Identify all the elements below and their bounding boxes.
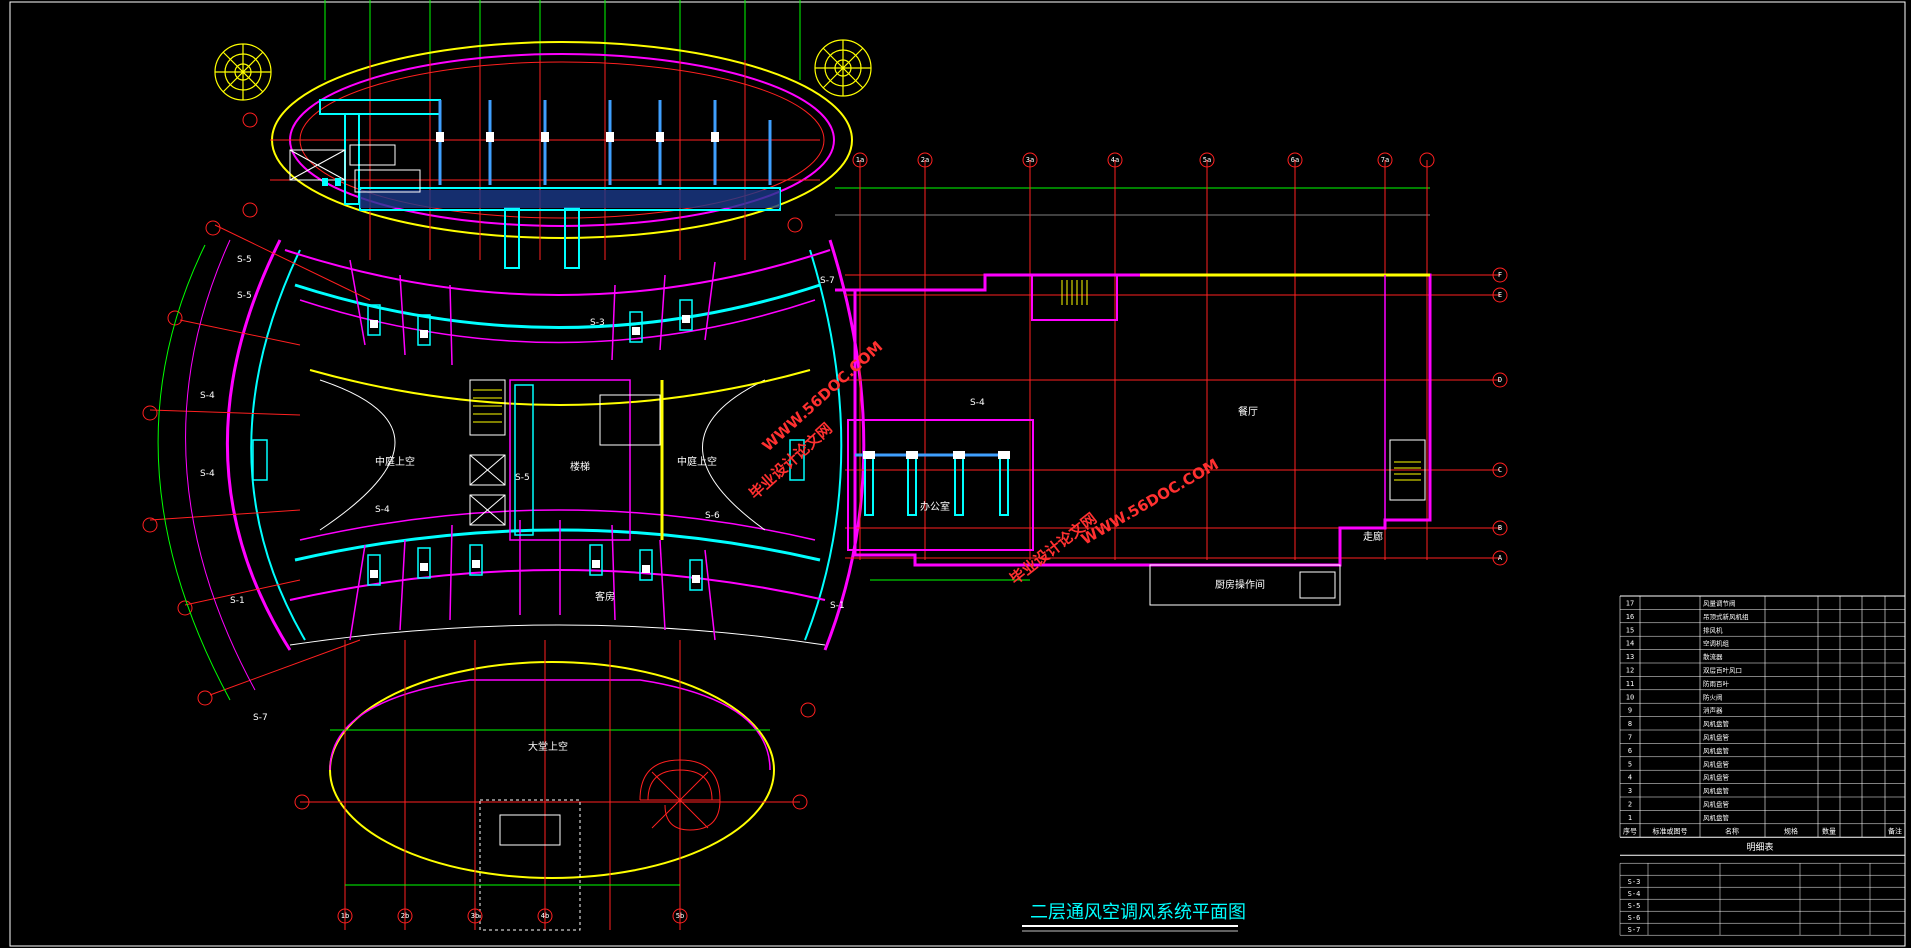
room-label-hall-right: 中庭上空	[677, 455, 717, 468]
room-label-atrium: 大堂上空	[528, 740, 568, 753]
upper-oval-block	[214, 0, 872, 269]
schedule-row-no: 12	[1626, 667, 1634, 675]
grid-label: 3a	[1026, 156, 1034, 164]
schedule-header-qty: 数量	[1822, 826, 1836, 835]
grid-label: A	[1498, 554, 1503, 562]
schedule-header-spec: 规格	[1784, 826, 1798, 835]
room-label-office: 办公室	[920, 500, 950, 513]
room-label-east-corridor: 走廊	[1363, 530, 1383, 543]
east-wing-block	[835, 152, 1508, 606]
section-mark: S-3	[590, 318, 605, 328]
room-label-stair: 楼梯	[570, 460, 590, 473]
grid-label: 6a	[1291, 156, 1299, 164]
legend-row-code: S-5	[1628, 902, 1641, 910]
grid-label: 7a	[1381, 156, 1389, 164]
schedule-header-no: 序号	[1623, 826, 1637, 835]
section-mark: S-4	[375, 505, 390, 515]
schedule-header-name: 名称	[1725, 826, 1739, 835]
section-mark: S-5	[237, 255, 252, 265]
schedule-row-name: 风机盘管	[1703, 746, 1730, 755]
room-label-kitchen: 厨房操作间	[1215, 578, 1265, 591]
room-label-east-big-room: 餐厅	[1238, 405, 1258, 418]
lobby-oval-block	[294, 640, 808, 931]
section-mark: S-5	[237, 291, 252, 301]
schedule-row-no: 1	[1628, 814, 1632, 822]
schedule-row-no: 4	[1628, 774, 1632, 782]
section-mark: S-4	[200, 469, 215, 479]
grid-label: E	[1498, 291, 1502, 299]
schedule-header-note: 备注	[1888, 826, 1902, 835]
schedule-row-name: 吊顶式新风机组	[1703, 612, 1749, 621]
schedule-row-name: 风机盘管	[1703, 733, 1730, 742]
schedule-row-no: 5	[1628, 760, 1632, 768]
schedule-row-no: 11	[1626, 680, 1634, 688]
grid-label: F	[1498, 271, 1502, 279]
schedule-row-name: 空调机组	[1703, 639, 1730, 648]
schedule-row-no: 16	[1626, 613, 1634, 621]
schedule-row-no: 13	[1626, 653, 1634, 661]
room-label-central-hall: 中庭上空	[375, 455, 415, 468]
schedule-row-no: 15	[1626, 626, 1634, 634]
schedule-header-code: 标准或图号	[1653, 826, 1688, 835]
schedule-row-name: 双层百叶风口	[1703, 666, 1742, 675]
schedule-row-name: 防雨百叶	[1703, 679, 1730, 688]
schedule-row-no: 7	[1628, 734, 1632, 742]
schedule-row-name: 风机盘管	[1703, 786, 1730, 795]
sheet-border	[9, 1, 1906, 947]
schedule-row-name: 防火阀	[1703, 692, 1723, 701]
schedule-row-name: 散流器	[1703, 652, 1723, 661]
schedule-row-no: 10	[1626, 693, 1634, 701]
schedule-row-no: 3	[1628, 787, 1632, 795]
grid-label: 5b	[676, 912, 684, 920]
schedule-row-no: 6	[1628, 747, 1632, 755]
schedule-row-name: 排风机	[1703, 625, 1723, 634]
schedule-row-name: 风机盘管	[1703, 719, 1730, 728]
schedule-row-name: 风机盘管	[1703, 759, 1730, 768]
grid-label: 4b	[541, 912, 549, 920]
grid-label: 1b	[341, 912, 349, 920]
grid-label: D	[1498, 376, 1502, 384]
schedule-row-name: 风量调节阀	[1703, 599, 1736, 608]
schedule-row-name: 风机盘管	[1703, 800, 1730, 809]
schedule-row-no: 17	[1626, 600, 1634, 608]
section-mark: S-1	[230, 596, 245, 606]
grid-label: 3b	[471, 912, 479, 920]
legend-row-code: S-4	[1628, 890, 1641, 898]
drawing-title: 二层通风空调风系统平面图	[1030, 902, 1246, 923]
section-mark: S-1	[830, 601, 845, 611]
grid-label: 2b	[401, 912, 409, 920]
section-mark: S-4	[970, 398, 985, 408]
section-mark: S-4	[200, 391, 215, 401]
section-mark: S-6	[705, 511, 720, 521]
schedule-row-no: 14	[1626, 640, 1634, 648]
schedule-row-no: 2	[1628, 801, 1632, 809]
schedule-row-name: 风机盘管	[1703, 813, 1730, 822]
grid-label: 5a	[1203, 156, 1211, 164]
legend-row-code: S-6	[1628, 914, 1641, 922]
schedule-caption: 明细表	[1746, 841, 1773, 853]
watermark-url: WWW.56DOC.COM	[1078, 455, 1222, 548]
schedule-row-no: 9	[1628, 707, 1632, 715]
schedule-row-name: 消声器	[1703, 706, 1723, 715]
schedule-row-no: 8	[1628, 720, 1632, 728]
legend-row-code: S-3	[1628, 878, 1641, 886]
grid-label: B	[1498, 524, 1502, 532]
section-mark: S-7	[820, 276, 835, 286]
grid-label: 1a	[856, 156, 864, 164]
curved-main-block	[142, 112, 866, 718]
legend-row-code: S-7	[1628, 926, 1641, 934]
schedule-row-name: 风机盘管	[1703, 773, 1730, 782]
section-mark: S-7	[253, 713, 268, 723]
grid-label: 2a	[921, 156, 929, 164]
section-mark: S-5	[515, 473, 530, 483]
grid-label: C	[1498, 466, 1502, 474]
grid-label: 4a	[1111, 156, 1119, 164]
room-label-hotel-room: 客房	[595, 590, 615, 603]
